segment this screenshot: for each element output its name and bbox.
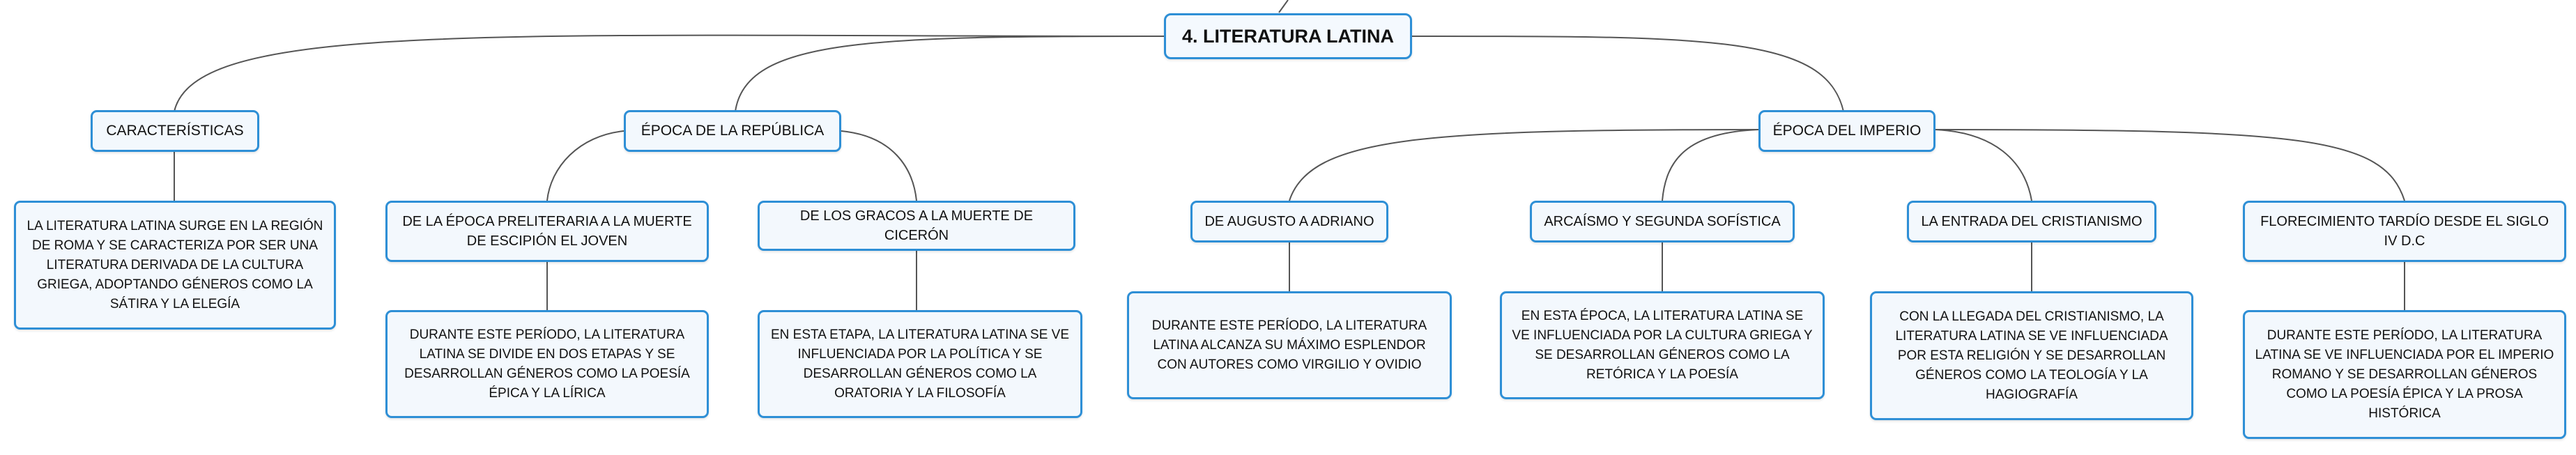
connector-root-republica: [735, 36, 1165, 112]
florecimiento-description[interactable]: DURANTE ESTE PERÍODO, LA LITERATURA LATI…: [2243, 310, 2566, 439]
node-gracos-ciceron[interactable]: DE LOS GRACOS A LA MUERTE DE CICERÓN: [758, 201, 1075, 251]
branch-caracteristicas[interactable]: CARACTERÍSTICAS: [91, 110, 259, 152]
root-node[interactable]: 4. LITERATURA LATINA: [1164, 13, 1412, 59]
connector-imperio-florecimiento: [1935, 129, 2405, 201]
cristianismo-description[interactable]: CON LA LLEGADA DEL CRISTIANISMO, LA LITE…: [1870, 291, 2193, 420]
connector-imperio-cristianismo: [1935, 129, 2032, 201]
node-arcaismo-sofistica[interactable]: ARCAÍSMO Y SEGUNDA SOFÍSTICA: [1530, 201, 1795, 242]
node-epoca-preliteraria[interactable]: DE LA ÉPOCA PRELITERARIA A LA MUERTE DE …: [385, 201, 709, 262]
connector-republica-gracos: [841, 130, 917, 201]
connector-imperio-arcaismo: [1662, 129, 1759, 201]
branch-epoca-imperio[interactable]: ÉPOCA DEL IMPERIO: [1758, 110, 1935, 152]
node-entrada-cristianismo[interactable]: LA ENTRADA DEL CRISTIANISMO: [1907, 201, 2156, 242]
gracos-description[interactable]: EN ESTA ETAPA, LA LITERATURA LATINA SE V…: [758, 310, 1082, 418]
arcaismo-description[interactable]: EN ESTA ÉPOCA, LA LITERATURA LATINA SE V…: [1500, 291, 1825, 399]
connector-root-parent: [1278, 0, 1289, 13]
caracteristicas-description[interactable]: LA LITERATURA LATINA SURGE EN LA REGIÓN …: [14, 201, 336, 330]
connector-imperio-augusto: [1289, 129, 1759, 201]
connector-root-caracteristicas: [174, 34, 1165, 112]
node-florecimiento-tardio[interactable]: FLORECIMIENTO TARDÍO DESDE EL SIGLO IV D…: [2243, 201, 2566, 262]
node-augusto-adriano[interactable]: DE AUGUSTO A ADRIANO: [1190, 201, 1388, 242]
connector-root-imperio: [1411, 35, 1844, 112]
augusto-description[interactable]: DURANTE ESTE PERÍODO, LA LITERATURA LATI…: [1127, 291, 1452, 399]
preliteraria-description[interactable]: DURANTE ESTE PERÍODO, LA LITERATURA LATI…: [385, 310, 709, 418]
connector-republica-preliteraria: [546, 130, 624, 201]
branch-epoca-republica[interactable]: ÉPOCA DE LA REPÚBLICA: [624, 110, 841, 152]
